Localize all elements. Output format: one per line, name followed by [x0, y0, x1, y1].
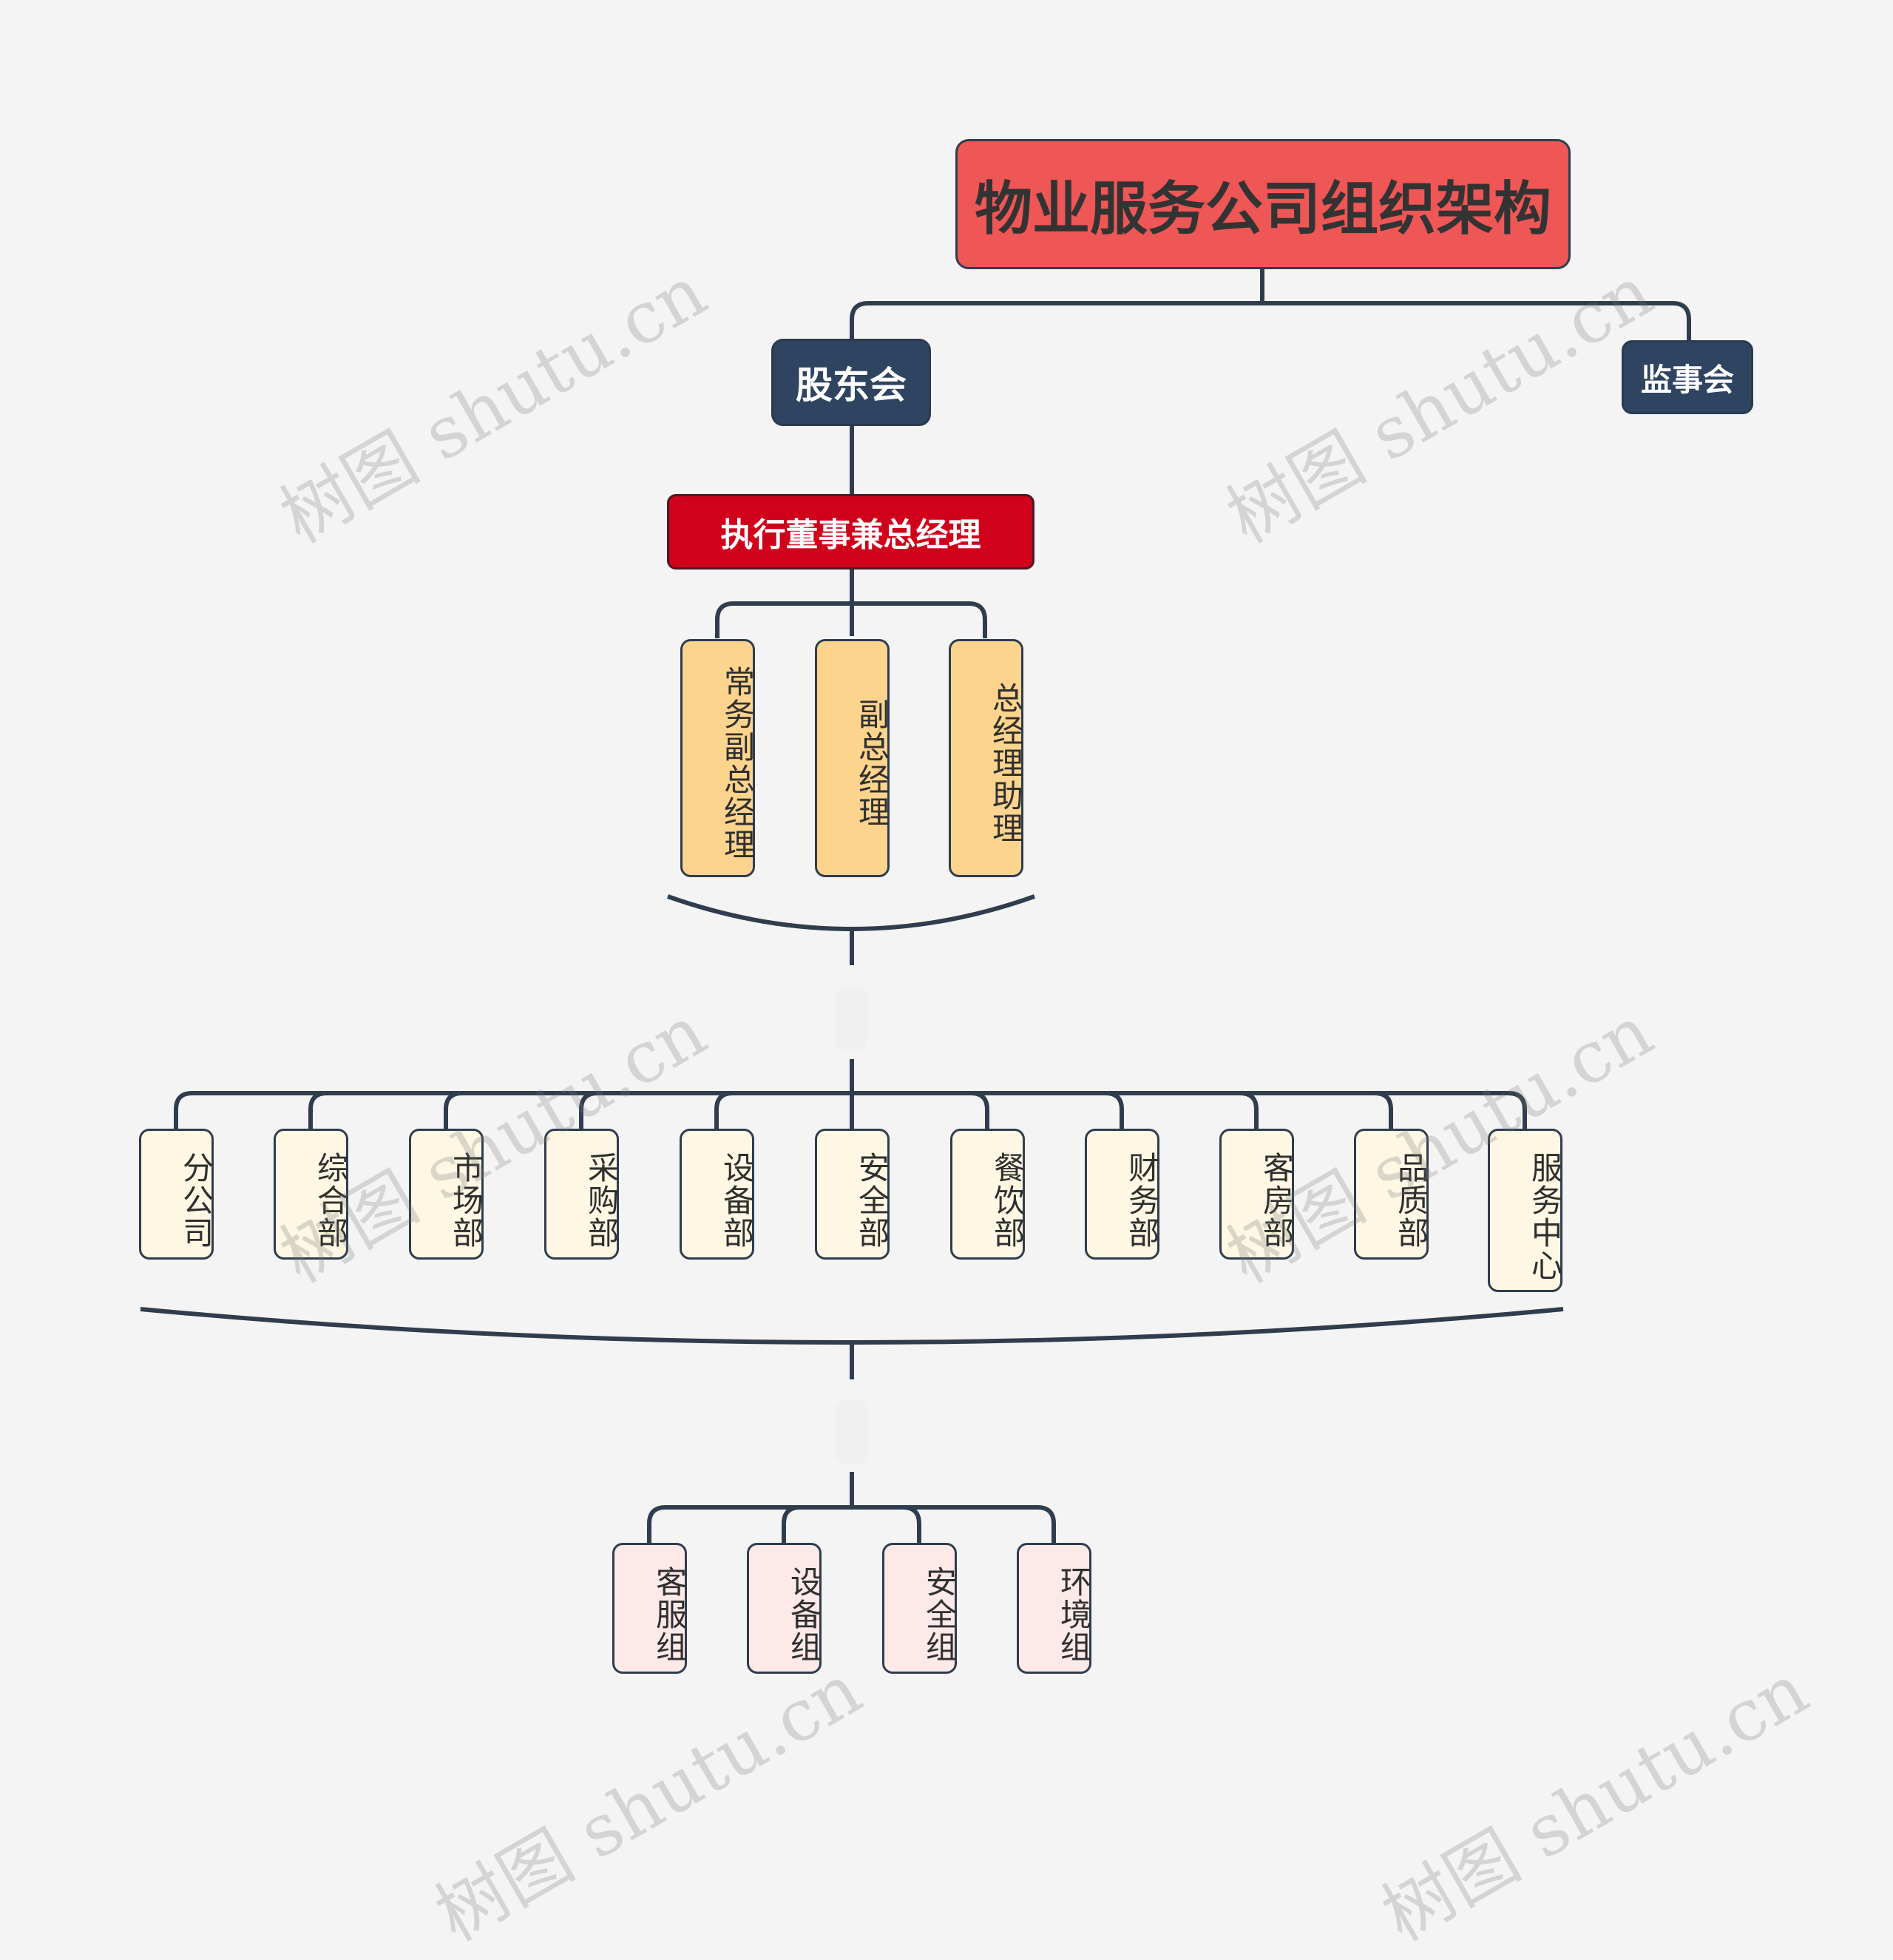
collapsed-placeholder-1 [836, 987, 867, 1051]
department-node[interactable]: 市场部 [408, 1129, 484, 1260]
group-node[interactable]: 环境组 [1016, 1543, 1092, 1674]
department-node[interactable]: 客房部 [1219, 1129, 1295, 1260]
group-node[interactable]: 设备组 [746, 1543, 822, 1674]
manager-node[interactable]: 副总经理 [814, 639, 890, 877]
root-title[interactable]: 物业服务公司组织架构 [955, 139, 1571, 269]
manager-node[interactable]: 总经理助理 [948, 639, 1024, 877]
department-node[interactable]: 综合部 [273, 1129, 349, 1260]
manager-node[interactable]: 常务副总经理 [680, 639, 756, 877]
group-node[interactable]: 安全组 [881, 1543, 958, 1674]
shareholders-node[interactable]: 股东会 [771, 339, 931, 426]
department-node[interactable]: 安全部 [814, 1129, 890, 1260]
department-node[interactable]: 服务中心 [1487, 1129, 1563, 1292]
collapsed-placeholder-2 [836, 1400, 867, 1464]
department-node[interactable]: 设备部 [679, 1129, 755, 1260]
group-node[interactable]: 客服组 [612, 1543, 688, 1674]
department-node[interactable]: 品质部 [1353, 1129, 1429, 1260]
department-node[interactable]: 餐饮部 [949, 1129, 1026, 1260]
department-node[interactable]: 财务部 [1084, 1129, 1160, 1260]
executive-director-node[interactable]: 执行董事兼总经理 [667, 494, 1034, 570]
supervisors-node[interactable]: 监事会 [1622, 340, 1753, 414]
department-node[interactable]: 分公司 [138, 1129, 214, 1260]
department-node[interactable]: 采购部 [543, 1129, 620, 1260]
connector-lines [140, 268, 1691, 1544]
